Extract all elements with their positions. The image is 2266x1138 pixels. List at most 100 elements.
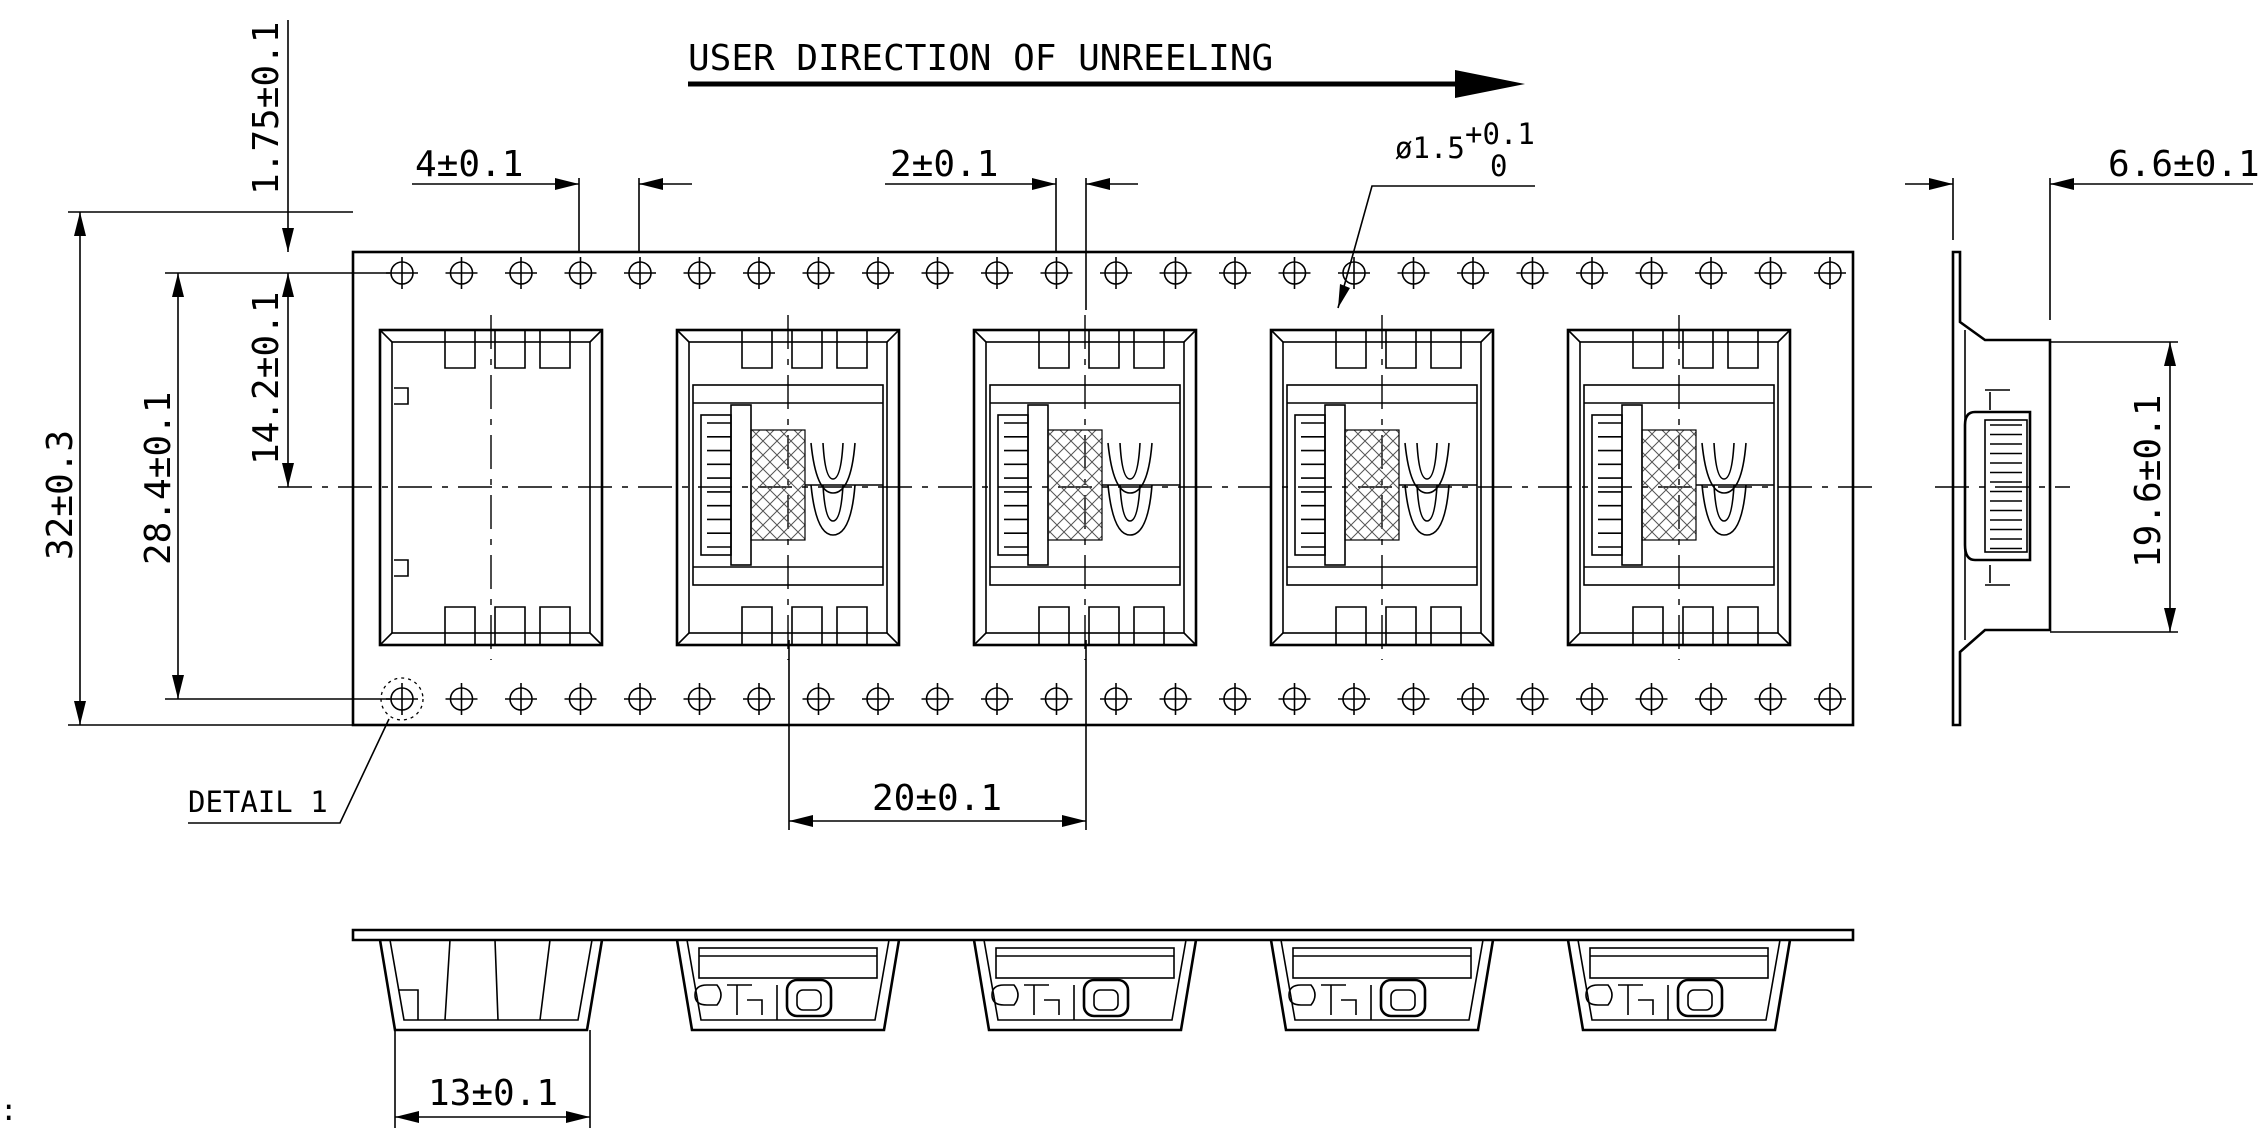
front-pocket [1269,939,1495,1032]
side-pin-block [1984,419,2028,553]
sprocket-hole [624,257,656,289]
pocket-tab [444,330,476,369]
front-contact [1082,978,1130,1018]
front-pocket-wall [1269,939,1495,1032]
sprocket-hole [743,683,775,715]
dim-pocket-depth-opening-label: 13±0.1 [428,1073,558,1114]
pocket [675,315,901,660]
dim-tape-width-label: 32±0.3 [40,430,81,560]
unreeling-title: USER DIRECTION OF UNREELING [688,38,1273,79]
pocket-tab [791,606,823,645]
front-section-view [351,928,1855,1032]
dim-hole-to-pocket: 2±0.1 [885,144,1138,310]
sprocket-hole [1040,683,1073,715]
front-connector-top [1292,947,1472,979]
pocket-tab [494,606,526,645]
pocket-tab [1682,606,1714,645]
pocket-tab [1430,330,1462,369]
sprocket-hole [1338,683,1370,715]
pocket-tab [1133,330,1165,369]
spring-clip-lower [810,484,856,536]
front-connector-top [995,947,1175,979]
pocket-tab [741,606,773,645]
sprocket-hole [921,257,954,289]
dim-pocket-depth-opening: 13±0.1 [394,1030,591,1128]
sprocket-hole [1576,257,1608,289]
sprocket-hole [862,257,894,289]
sprocket-hole [1576,683,1608,715]
pocket-tab [444,606,476,645]
sprocket-hole [1635,257,1668,289]
hatched-contact-area [1047,429,1103,541]
dim-hole-to-center: 14.2±0.1 [246,273,294,487]
sprocket-hole [683,257,716,289]
spring-clip-lower [1701,484,1747,536]
side-view [1935,250,2070,727]
pocket-tab [1727,330,1759,369]
pocket-tab [1335,330,1367,369]
unreeling-arrow [688,70,1525,98]
sprocket-hole [743,257,775,289]
dim-tape-width: 32±0.3 [40,211,353,726]
pocket [1269,315,1495,660]
sprocket-holes-bottom-row [386,683,1846,715]
sprocket-hole [1516,257,1549,289]
front-pocket-wall [675,939,901,1032]
sprocket-hole [1516,683,1549,715]
spring-clip-lower [1107,484,1153,536]
front-pocket [378,939,604,1032]
front-pocket-wall [378,939,604,1032]
pocket [378,315,604,660]
front-contact [1676,978,1724,1018]
sprocket-hole [505,683,537,715]
pocket-tab [1385,330,1417,369]
carrier-tape-outline [351,250,1855,727]
sprocket-hole [1219,683,1251,715]
spring-clip-upper [810,442,856,494]
dim-sprocket-pitch-label: 4±0.1 [415,144,523,185]
sprocket-hole [1397,683,1430,715]
sprocket-hole [921,683,954,715]
dim-top-edge-to-hole: 1.75±0.1 [246,20,294,252]
sprocket-hole [1695,683,1727,715]
sprocket-hole [445,683,478,715]
sprocket-hole [1040,257,1073,289]
sprocket-hole [981,257,1013,289]
sprocket-hole [1159,683,1192,715]
pocket-tab [836,330,868,369]
sprocket-hole [1457,257,1489,289]
side-view-pins [1984,419,2028,553]
spring-clip-upper [1701,442,1747,494]
pocket [1566,315,1792,660]
pocket-tab [1038,330,1070,369]
pocket-tab [1682,330,1714,369]
front-connector-top [698,947,878,979]
pocket-tab [1430,606,1462,645]
pocket-tab [1385,606,1417,645]
dim-pocket-pitch-label: 20±0.1 [872,778,1002,819]
front-pocket-wall [972,939,1198,1032]
pockets-top-view [378,315,1792,660]
spring-clip-lower [1404,484,1450,536]
sprocket-hole [445,257,478,289]
pocket-tab [539,606,571,645]
sprocket-hole [564,257,597,289]
pocket-tab [836,606,868,645]
spring-clip-upper [1404,442,1450,494]
front-contact [1379,978,1427,1018]
sprocket-hole [1754,683,1787,715]
dim-hole-diameter-tol-minus: 0 [1490,149,1507,183]
sprocket-hole [1338,257,1370,289]
front-contact [785,978,833,1018]
stray-mark: : [0,1093,17,1127]
dim-carrier-thickness-label: 6.6±0.1 [2108,144,2260,185]
dim-hole-diameter: ø1.5 +0.1 0 [1337,117,1535,309]
front-pocket-wall [1566,939,1792,1032]
sprocket-hole [981,683,1013,715]
dim-carrier-thickness: 6.6±0.1 [1905,144,2260,320]
sprocket-hole [624,683,656,715]
front-pocket [972,939,1198,1032]
sprocket-hole [1457,683,1489,715]
front-connector-top [1589,947,1769,979]
